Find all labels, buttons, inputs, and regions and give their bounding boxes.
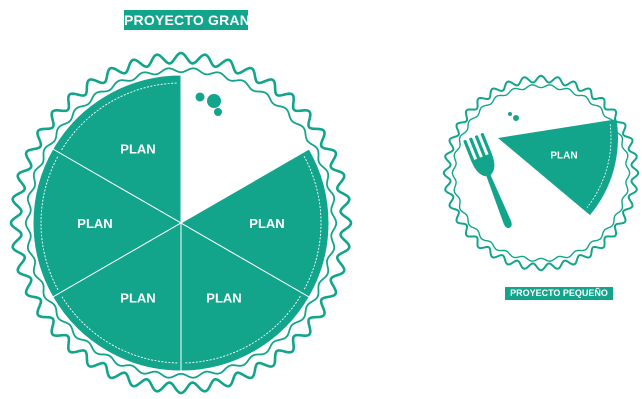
small-plate-scalloped-rim: [442, 74, 640, 272]
big-project-title: PROYECTO GRANDE: [124, 10, 270, 30]
small-pie-slice: [498, 119, 618, 216]
crumb: [195, 92, 205, 102]
crumbs-icon: [195, 92, 222, 116]
small-crumbs-icon: [508, 112, 519, 121]
big-pie-slice: [180, 222, 310, 372]
small-project-title: PROYECTO PEQUEÑO: [505, 287, 613, 300]
crumb: [214, 108, 222, 116]
big-slice-label: PLAN: [206, 291, 241, 306]
big-plate-scalloped-rim: [9, 51, 353, 395]
small-slice-label: PLAN: [550, 151, 577, 162]
small-plate: PLAN: [442, 74, 640, 272]
big-slice-label: PLAN: [77, 216, 112, 231]
big-slice-label: PLAN: [249, 216, 284, 231]
big-pie-slice: [32, 148, 182, 298]
crumb: [508, 112, 512, 116]
big-plate: PLAN PLAN PLAN PLAN PLAN: [9, 51, 353, 395]
crumb: [513, 115, 519, 121]
big-pie-slices: [32, 74, 330, 372]
big-pie-slice: [52, 74, 182, 224]
fork-icon: [463, 133, 512, 228]
big-slice-label: PLAN: [120, 142, 155, 157]
crumb: [207, 94, 221, 108]
big-plate-inner-rim: [24, 67, 338, 379]
small-plate-inner-rim: [451, 84, 631, 262]
big-slice-labels: PLAN PLAN PLAN PLAN PLAN: [77, 142, 284, 306]
big-pie-slice: [52, 222, 182, 372]
big-slice-label: PLAN: [120, 291, 155, 306]
big-pie-slice: [180, 148, 330, 298]
